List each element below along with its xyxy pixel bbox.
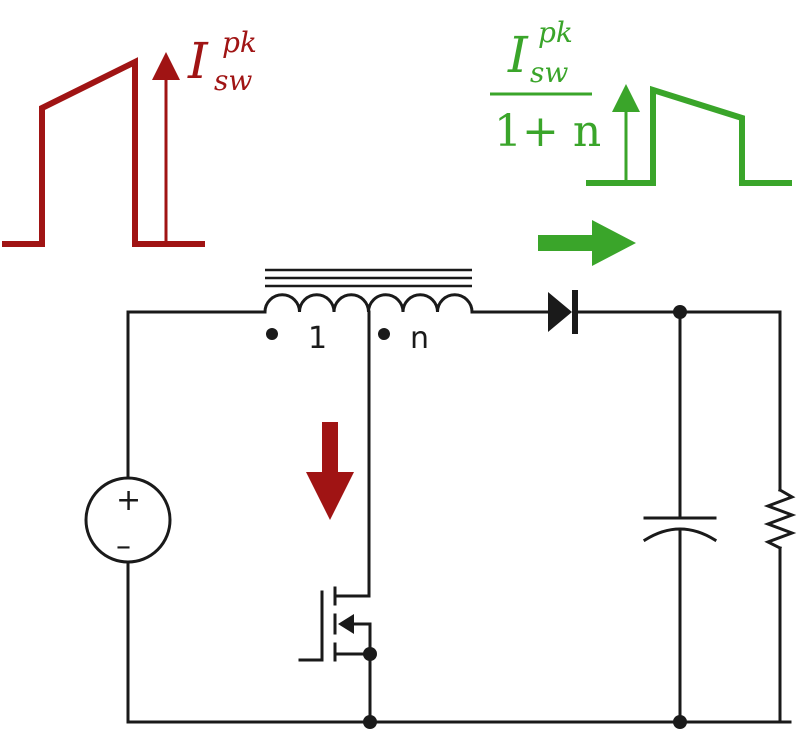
primary-turns-label: 1 [308, 321, 327, 356]
primary-current-arrow-shaft [322, 422, 338, 476]
primary-peak-subscript: sw [214, 64, 252, 97]
transformer-winding [263, 293, 474, 314]
voltage-source-circle [84, 476, 172, 564]
primary-polarity-dot [266, 328, 278, 340]
primary-waveform-trace [2, 57, 205, 247]
primary-peak-arrow-head [152, 52, 180, 80]
primary-peak-symbol: I [187, 32, 209, 90]
mosfet-switch [298, 586, 372, 662]
secondary-current-arrow [538, 220, 636, 266]
secondary-peak-arrow-head [612, 84, 640, 112]
junction-switch-source [363, 647, 377, 661]
primary-peak-superscript: pk [222, 26, 257, 59]
secondary-peak-symbol: I [507, 26, 529, 84]
mosfet-body-lead [333, 622, 372, 656]
primary-peak-label: I [187, 32, 209, 90]
primary-current-waveform: I pk sw [2, 26, 257, 247]
source-minus-sign: – [116, 529, 131, 564]
secondary-waveform-trace [586, 85, 792, 186]
secondary-peak-denominator: 1+ n [494, 106, 601, 157]
output-capacitor [642, 516, 718, 543]
voltage-source: + – [84, 476, 172, 564]
capacitor-plate-bottom [642, 527, 718, 543]
primary-current-arrow [306, 422, 354, 520]
junction-ground-capacitor [673, 715, 687, 729]
mosfet-gate [298, 590, 324, 662]
secondary-peak-superscript: pk [538, 16, 573, 49]
diode-cathode-bar [572, 290, 578, 334]
primary-current-arrow-head [306, 472, 354, 520]
primary-top-wire [126, 310, 267, 480]
load-resistor [763, 487, 797, 551]
circuit-wires [126, 310, 792, 724]
junction-output-top [673, 305, 687, 319]
output-top-wire [574, 310, 782, 492]
diode-triangle [548, 292, 572, 332]
secondary-polarity-dot [378, 328, 390, 340]
secondary-peak-subscript: sw [530, 56, 568, 89]
diode [548, 290, 578, 334]
junction-ground-switch [363, 715, 377, 729]
secondary-current-arrow-head [592, 220, 636, 266]
source-plus-sign: + [116, 483, 141, 518]
primary-switch-wire [340, 310, 371, 598]
mosfet-body-arrow [338, 614, 354, 634]
secondary-current-arrow-shaft [538, 235, 598, 251]
secondary-turns-label: n [410, 321, 429, 356]
junction-dots [363, 305, 687, 729]
transformer: 1 n [263, 268, 474, 356]
secondary-current-waveform: I pk sw 1+ n [490, 16, 792, 186]
